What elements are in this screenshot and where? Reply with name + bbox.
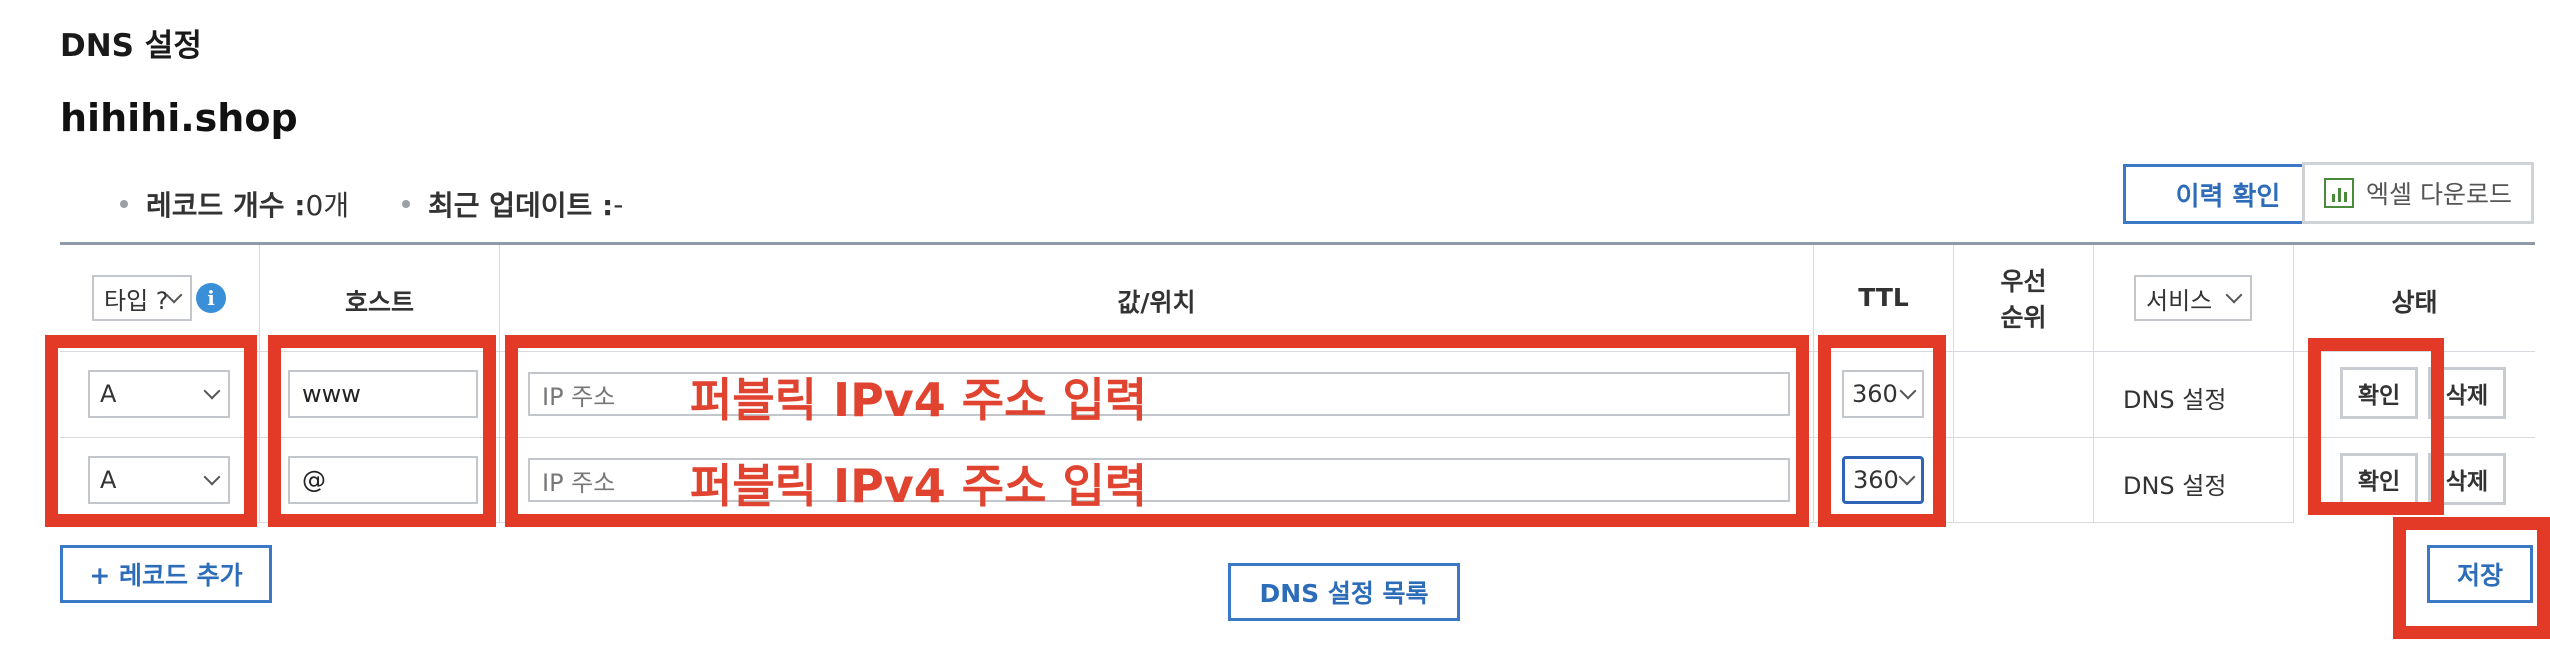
- highlight-box-value: [505, 335, 1809, 527]
- excel-chart-icon: [2324, 178, 2355, 208]
- column-divider: [499, 245, 500, 523]
- column-priority: 우선 순위: [2000, 267, 2047, 332]
- type-filter-select[interactable]: 타입 ?: [92, 275, 192, 321]
- annotation-row1: 퍼블릭 IPv4 주소 입력: [690, 373, 1148, 427]
- highlight-box-save: [2393, 517, 2550, 639]
- table-header-divider: [60, 242, 2535, 245]
- column-ttl: TTL: [1858, 283, 1909, 312]
- ttl-value: 360: [1853, 466, 1899, 494]
- service-text: DNS 설정: [2123, 472, 2227, 500]
- ttl-select[interactable]: 360: [1842, 370, 1924, 418]
- ttl-select[interactable]: 360: [1842, 456, 1924, 504]
- service-text: DNS 설정: [2123, 386, 2227, 414]
- service-filter-select[interactable]: 서비스: [2134, 275, 2252, 321]
- record-type-select[interactable]: A: [88, 370, 230, 418]
- save-button[interactable]: 저장: [2427, 545, 2533, 603]
- record-count-label: 레코드 개수 :: [146, 189, 306, 222]
- column-divider: [1953, 245, 1954, 523]
- row-divider: [60, 437, 2535, 438]
- record-count: 레코드 개수 : 0개: [120, 184, 349, 224]
- add-record-button[interactable]: + 레코드 추가: [60, 545, 272, 603]
- host-input[interactable]: @: [288, 456, 478, 504]
- last-updated-value: -: [613, 187, 624, 221]
- column-host: 호스트: [344, 288, 414, 317]
- host-input[interactable]: www: [288, 370, 478, 418]
- domain-title: hihihi.shop: [60, 96, 298, 140]
- highlight-box-type: [45, 335, 257, 527]
- last-updated: 최근 업데이트 : -: [402, 184, 623, 224]
- info-icon[interactable]: i: [196, 283, 226, 313]
- column-divider: [2093, 245, 2094, 523]
- ttl-value: 360: [1852, 380, 1898, 408]
- record-type-select[interactable]: A: [88, 456, 230, 504]
- confirm-button[interactable]: 확인: [2340, 453, 2418, 505]
- row-divider: [60, 351, 2535, 352]
- highlight-box-host: [268, 335, 496, 527]
- column-divider: [259, 245, 260, 523]
- column-status: 상태: [2391, 288, 2438, 317]
- bullet-icon: [120, 200, 128, 208]
- record-type-value: A: [100, 380, 117, 408]
- service-filter-label: 서비스: [2146, 286, 2213, 315]
- column-divider: [2293, 245, 2294, 523]
- highlight-box-ttl: [1818, 335, 1946, 527]
- value-input[interactable]: IP 주소: [528, 458, 1790, 502]
- last-updated-label: 최근 업데이트 :: [428, 189, 614, 222]
- confirm-button[interactable]: 확인: [2340, 367, 2418, 419]
- bullet-icon: [402, 200, 410, 208]
- excel-download-label: 엑셀 다운로드: [2366, 180, 2512, 209]
- column-value: 값/위치: [1117, 288, 1196, 317]
- chevron-down-icon: [2225, 286, 2243, 304]
- type-filter-label: 타입 ?: [104, 286, 169, 315]
- annotation-row2: 퍼블릭 IPv4 주소 입력: [690, 459, 1148, 513]
- history-button[interactable]: 이력 확인: [2123, 164, 2333, 224]
- dns-list-button[interactable]: DNS 설정 목록: [1228, 563, 1460, 621]
- excel-download-button[interactable]: 엑셀 다운로드: [2302, 162, 2534, 224]
- column-divider: [1813, 245, 1814, 523]
- highlight-box-confirm: [2308, 338, 2444, 515]
- record-count-value: 0개: [305, 189, 350, 222]
- record-type-value: A: [100, 466, 117, 494]
- value-input[interactable]: IP 주소: [528, 372, 1790, 416]
- section-title: DNS 설정: [60, 28, 202, 64]
